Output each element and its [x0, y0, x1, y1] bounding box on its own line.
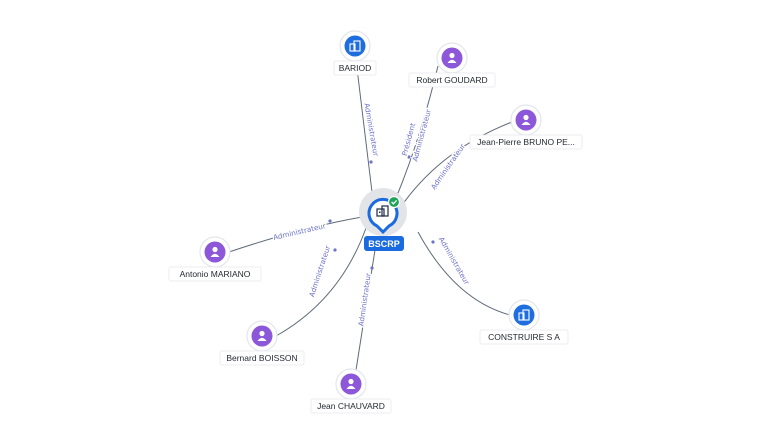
- check-circle-icon: [387, 195, 401, 209]
- node-label-box: [408, 72, 496, 88]
- node-antonio-mariano[interactable]: Antonio MARIANO: [168, 236, 262, 282]
- edge-label-jean-pierre-bruno: Administrateur: [429, 142, 467, 191]
- person-icon: [447, 52, 457, 63]
- node-robert-goudard[interactable]: Robert GOUDARD: [408, 42, 496, 88]
- edge-arrow-jean-pierre-bruno: [433, 186, 437, 190]
- edge-arrow-bernard-boisson: [333, 248, 337, 252]
- node-name: CONSTRUIRE S A: [488, 332, 560, 342]
- center-node[interactable]: BSCRP: [359, 188, 407, 251]
- node-bernard-boisson[interactable]: Bernard BOISSON: [219, 320, 305, 366]
- building-icon: [376, 205, 389, 217]
- edge-bernard-boisson: [275, 227, 367, 337]
- node-construire-sa[interactable]: CONSTRUIRE S A: [479, 299, 569, 345]
- node-label-box: [479, 329, 569, 345]
- edge-arrow-bariod: [369, 160, 373, 164]
- node-name: Jean CHAUVARD: [317, 401, 385, 411]
- node-label-box: [310, 398, 392, 414]
- person-icon: [257, 330, 267, 341]
- center-name-badge: [364, 236, 404, 251]
- edge-label-jean-chauvard: Administrateur: [356, 272, 372, 326]
- node-name: Antonio MARIANO: [180, 269, 251, 279]
- edge-label-antonio-mariano: Administrateur: [272, 221, 326, 242]
- edge-label-bernard-boisson: Administrateur: [307, 244, 332, 298]
- node-name: Robert GOUDARD: [416, 75, 487, 85]
- node-jean-pierre-bruno[interactable]: Jean-Pierre BRUNO PE...: [469, 104, 583, 150]
- edge-label-construire-sa: Administrateur: [437, 235, 472, 286]
- edge-construire-sa: [417, 231, 511, 316]
- center-name: BSCRP: [368, 239, 400, 249]
- node-name: Jean-Pierre BRUNO PE...: [477, 137, 575, 147]
- edge-jean-chauvard: [355, 249, 376, 371]
- node-label-box: [168, 266, 262, 282]
- edge-arrow-antonio-mariano: [328, 219, 332, 223]
- node-bariod[interactable]: BARIOD: [333, 30, 377, 76]
- node-label-box: [219, 350, 305, 366]
- edge-jean-pierre-bruno: [399, 121, 513, 209]
- edge-bariod: [355, 59, 373, 193]
- node-name: Bernard BOISSON: [226, 353, 297, 363]
- edge-arrow-construire-sa: [431, 240, 435, 244]
- node-name: BARIOD: [339, 63, 372, 73]
- building-icon: [349, 40, 361, 52]
- nodes-layer: BARIOD Robert GOUDARD Jean-Pierre BRUNO PE…: [168, 30, 583, 414]
- person-icon: [210, 246, 220, 257]
- node-label-box: [333, 60, 377, 76]
- node-jean-chauvard[interactable]: Jean CHAUVARD: [310, 368, 392, 414]
- person-icon: [521, 114, 531, 125]
- person-icon: [346, 378, 356, 389]
- node-label-box: [469, 134, 583, 150]
- building-icon: [518, 309, 530, 321]
- edge-arrow-jean-chauvard: [370, 266, 374, 270]
- edge-antonio-mariano: [228, 216, 363, 253]
- edge-label-bariod: Administrateur: [362, 102, 380, 156]
- edge-arrow-robert-goudard: [407, 155, 411, 159]
